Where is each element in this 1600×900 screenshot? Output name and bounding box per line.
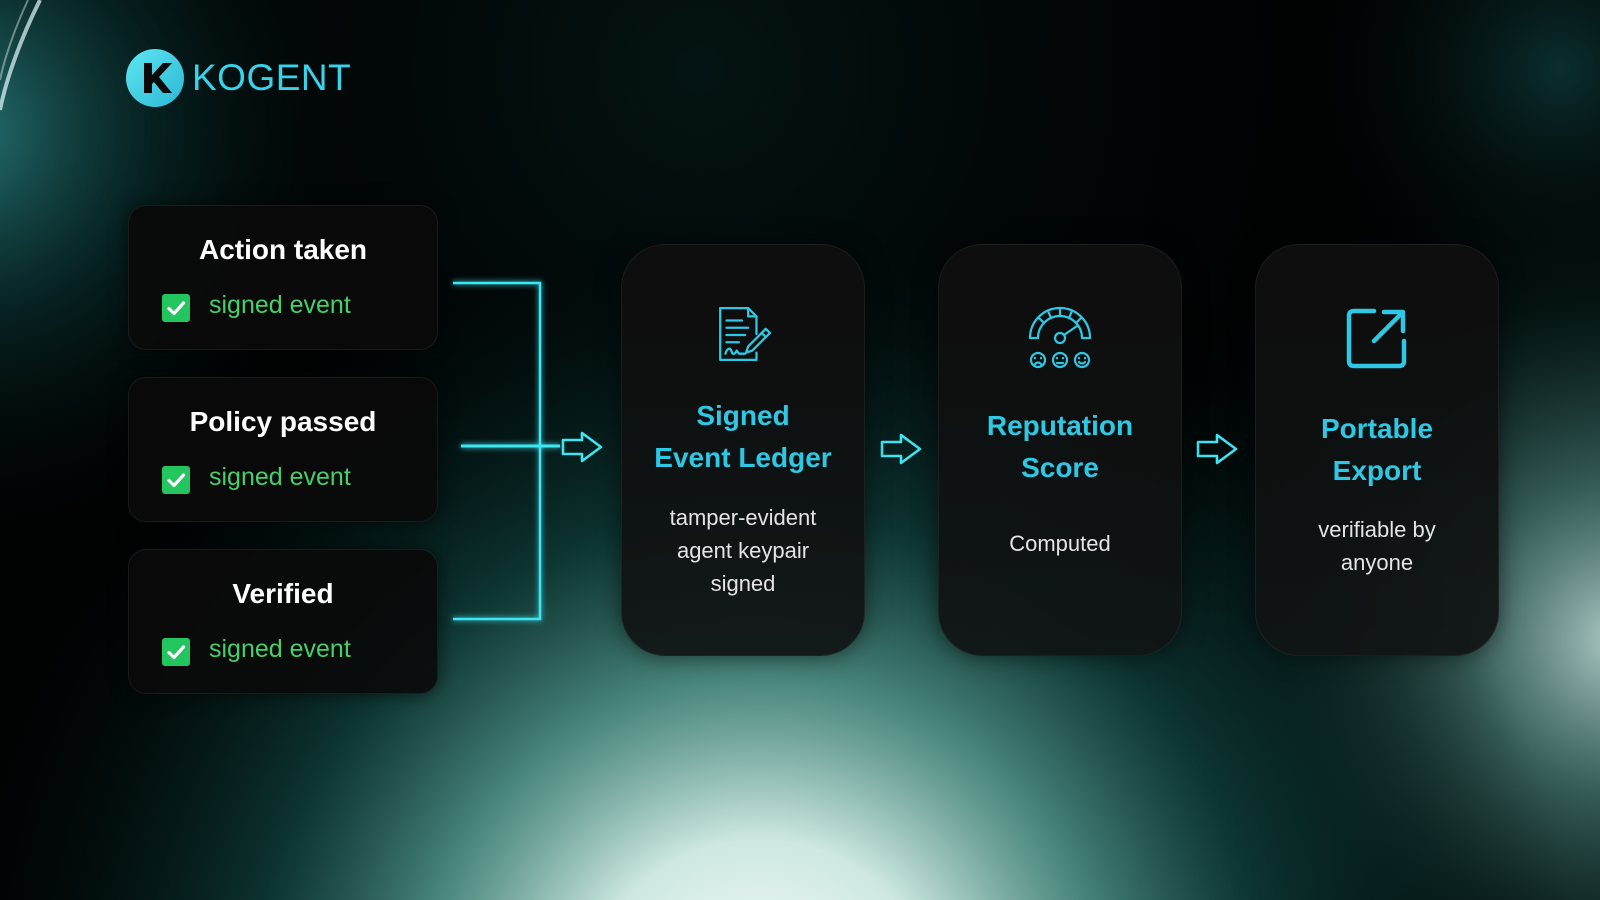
event-card-verified: Verified signed event	[128, 549, 438, 694]
stage-title: Portable Export	[1320, 413, 1434, 486]
speedometer-icon	[1028, 306, 1092, 369]
check-icon	[162, 638, 190, 666]
stage-description: verifiable by anyone	[1318, 517, 1436, 575]
brand-logo: KOGENT	[126, 49, 351, 107]
event-title: Policy passed	[189, 406, 377, 437]
event-title: Verified	[232, 578, 334, 609]
event-title: Action taken	[198, 234, 368, 265]
signed-document-icon	[719, 306, 772, 362]
stage-card-signed-event-ledger: Signed Event Ledger tamper-evident agent…	[621, 244, 865, 656]
event-status: signed event	[209, 635, 351, 663]
external-link-icon	[1346, 308, 1407, 369]
stage-title: Signed Event Ledger	[654, 400, 832, 473]
check-icon	[162, 466, 190, 494]
stage-title: Reputation Score	[986, 410, 1134, 483]
stage-card-portable-export: Portable Export verifiable by anyone	[1255, 244, 1499, 656]
stage-description: Computed	[1009, 531, 1111, 556]
event-card-policy-passed: Policy passed signed event	[128, 377, 438, 522]
brand-name: KOGENT	[192, 57, 352, 98]
event-status: signed event	[209, 291, 351, 319]
kogent-logo-icon	[126, 49, 184, 107]
stage-card-reputation-score: Reputation Score Computed	[938, 244, 1182, 656]
check-icon	[162, 294, 190, 322]
event-card-action-taken: Action taken signed event	[128, 205, 438, 350]
stage-description: tamper-evident agent keypair signed	[669, 505, 817, 596]
event-status: signed event	[209, 463, 351, 491]
